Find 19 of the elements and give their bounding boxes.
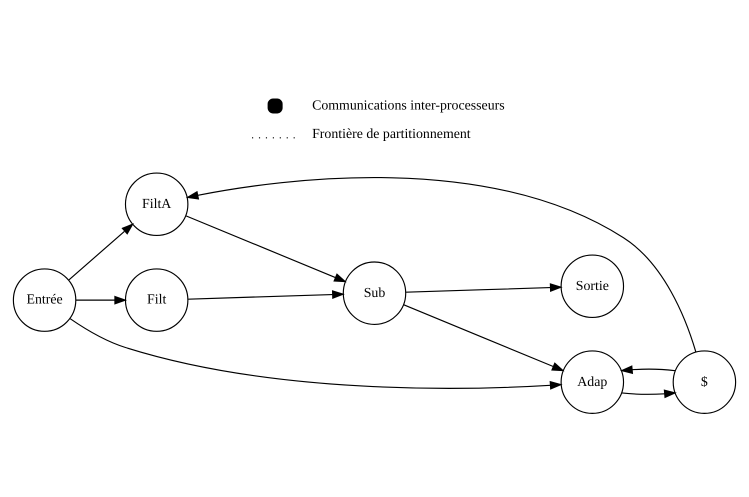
node-circle: Adap [560, 350, 624, 414]
arrow [70, 318, 563, 390]
node-circle: Sub [342, 260, 406, 324]
arrow [406, 282, 563, 292]
arrow [186, 214, 347, 282]
node-circle: Entrée [12, 268, 76, 332]
arrow [186, 176, 696, 352]
node-circle: $ [672, 350, 736, 414]
arrow [622, 388, 677, 398]
arrow [404, 304, 565, 371]
arrow [188, 290, 345, 300]
node-circle: FiltA [124, 172, 188, 236]
arrow [76, 295, 128, 304]
arrow [68, 222, 134, 280]
legend-label: Communications inter-processeurs [312, 97, 505, 112]
node-circle: Sortie [560, 254, 624, 318]
arrow [620, 364, 676, 374]
legend-label: Frontière de partitionnement [312, 125, 471, 140]
node-circle: Filt [124, 268, 188, 332]
